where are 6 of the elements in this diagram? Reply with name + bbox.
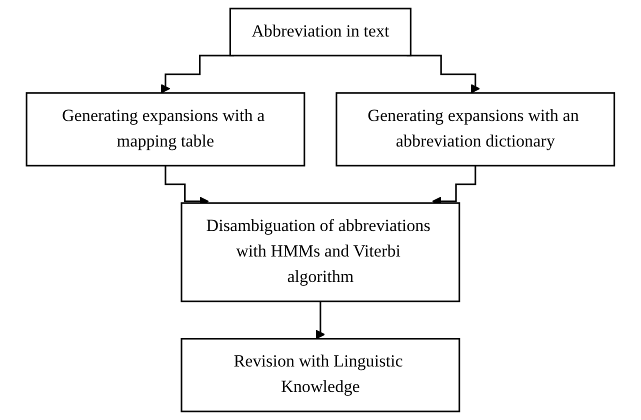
arrow bbox=[316, 300, 326, 340]
node-box: Revision with Linguistic Knowledge bbox=[180, 338, 460, 412]
node-box: Abbreviation in text bbox=[229, 8, 412, 56]
node-box: Generating expansions with an abbreviation dictionary bbox=[336, 92, 616, 166]
node-box: Disambiguation of abbreviations with HMMs and Viterbi algorithm bbox=[180, 202, 460, 302]
node-box: Generating expansions with a mapping table bbox=[26, 92, 306, 166]
